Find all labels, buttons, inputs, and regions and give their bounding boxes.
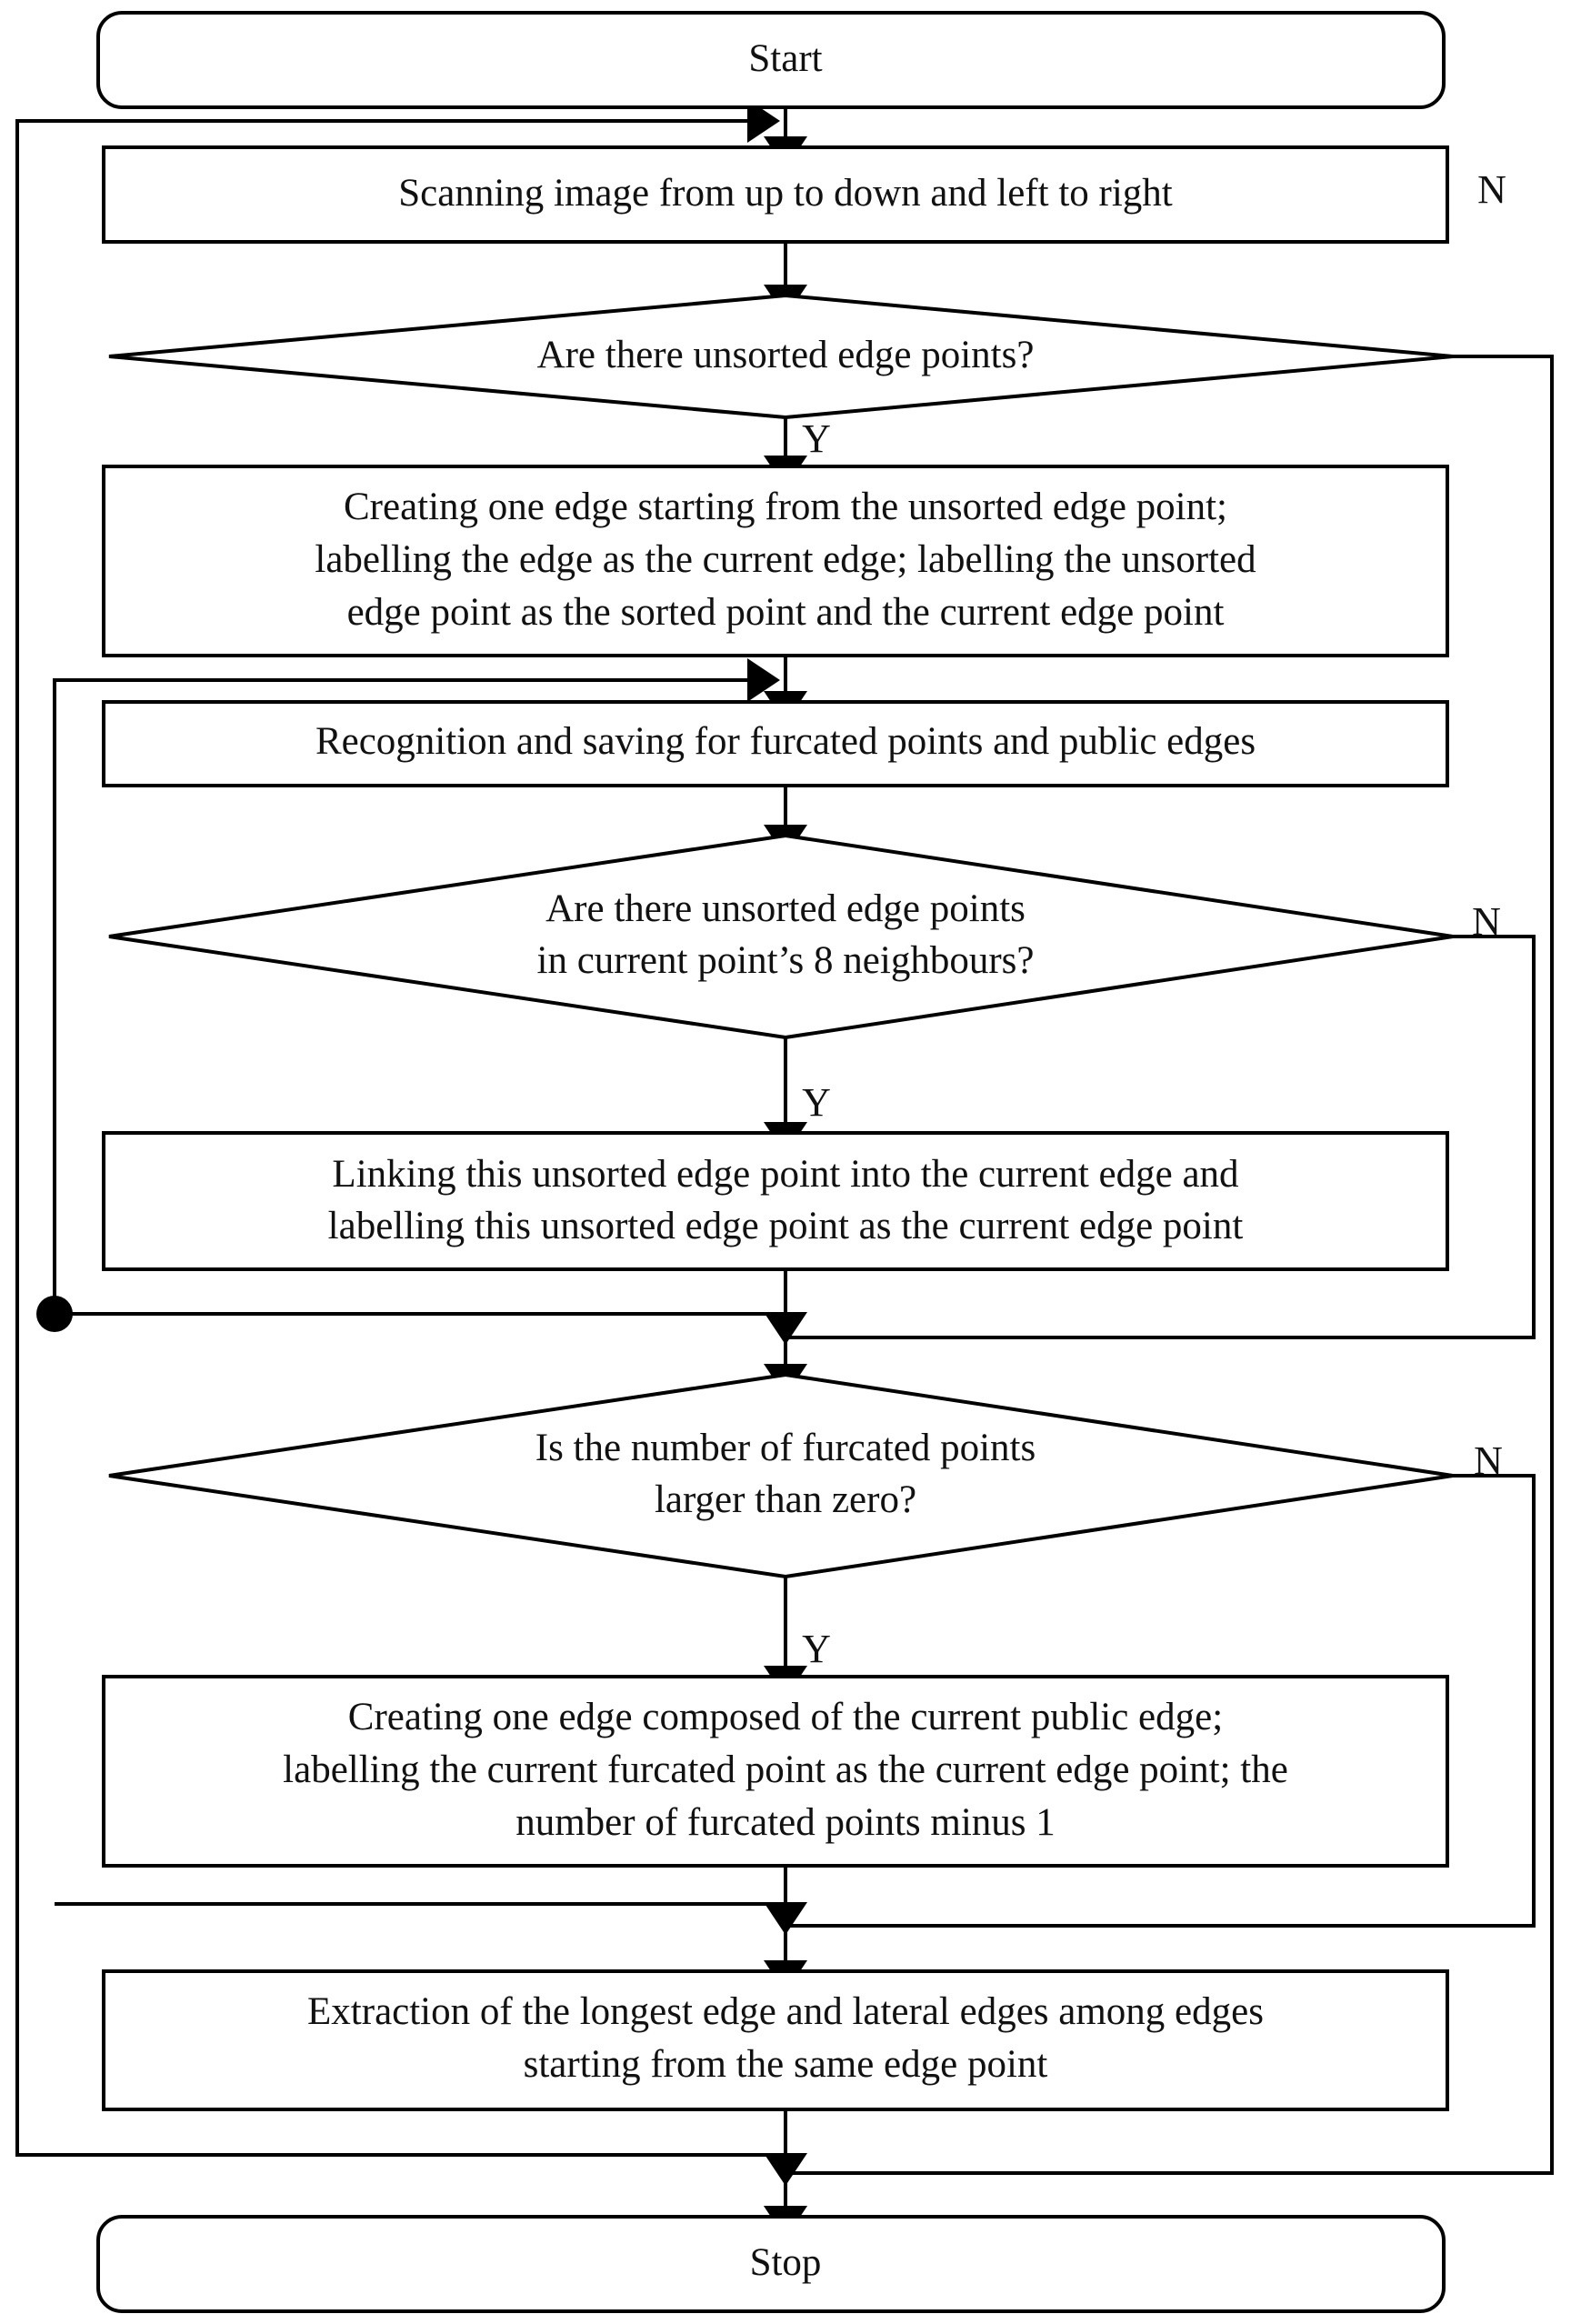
node-create-public-edge-label-line3: number of furcated points minus 1 [515,1801,1056,1844]
branch-label-y-furcated: Y [802,1627,831,1671]
node-scanning-image-label: Scanning image from up to down and left … [398,172,1173,215]
branch-label-n-neighbours: N [1472,899,1501,944]
node-create-public-edge [102,1675,1449,1868]
node-extraction-longest-edge-label-line1: Extraction of the longest edge and later… [307,1990,1264,2033]
node-create-public-edge-label-line1: Creating one edge composed of the curren… [348,1696,1223,1738]
branch-label-n-furcated: N [1474,1438,1503,1483]
node-start-label: Start [748,37,822,80]
branch-label-n-unsorted: N [1477,167,1506,212]
node-create-public-edge-label-line2: labelling the current furcated point as … [283,1748,1288,1791]
node-recognition-saving-label: Recognition and saving for furcated poin… [315,720,1256,763]
edge-extraction-to-scan [15,99,786,2157]
node-decision-furcated-points-label-line2: larger than zero? [655,1478,916,1521]
node-link-unsorted-point-label-line2: labelling this unsorted edge point as th… [328,1205,1244,1247]
node-stop [96,2215,1446,2313]
node-recognition-saving [102,700,1449,787]
node-stop-label: Stop [750,2241,822,2284]
node-create-edge-label-line3: edge point as the sorted point and the c… [347,591,1225,634]
junction-dot [36,1296,73,1332]
node-decision-unsorted-edge-points-label: Are there unsorted edge points? [537,334,1035,376]
edge-link-point-loop-back [53,658,786,1316]
node-decision-unsorted-edge-points [108,293,1454,420]
node-link-unsorted-point-label-line1: Linking this unsorted edge point into th… [332,1153,1238,1196]
node-extraction-longest-edge-label-line2: starting from the same edge point [524,2043,1048,2086]
node-decision-8-neighbours [108,833,1454,1040]
edge-decision-neighbours-no [764,935,1536,1397]
branch-label-y-neighbours: Y [802,1080,831,1125]
node-decision-furcated-points [108,1372,1454,1579]
edge-decision-furcated-no [764,1474,1536,1993]
node-start [96,11,1446,109]
node-decision-8-neighbours-label-line2: in current point’s 8 neighbours? [537,939,1035,982]
node-extraction-longest-edge [102,1969,1449,2111]
node-create-edge-label-line1: Creating one edge starting from the unso… [344,486,1227,528]
node-decision-furcated-points-label-line1: Is the number of furcated points [535,1427,1036,1469]
node-create-edge [102,465,1449,657]
node-link-unsorted-point [102,1131,1449,1271]
branch-label-y-unsorted: Y [802,416,831,461]
node-scanning-image [102,145,1449,244]
node-create-edge-label-line2: labelling the edge as the current edge; … [315,538,1256,581]
node-decision-8-neighbours-label-line1: Are there unsorted edge points [545,887,1026,930]
